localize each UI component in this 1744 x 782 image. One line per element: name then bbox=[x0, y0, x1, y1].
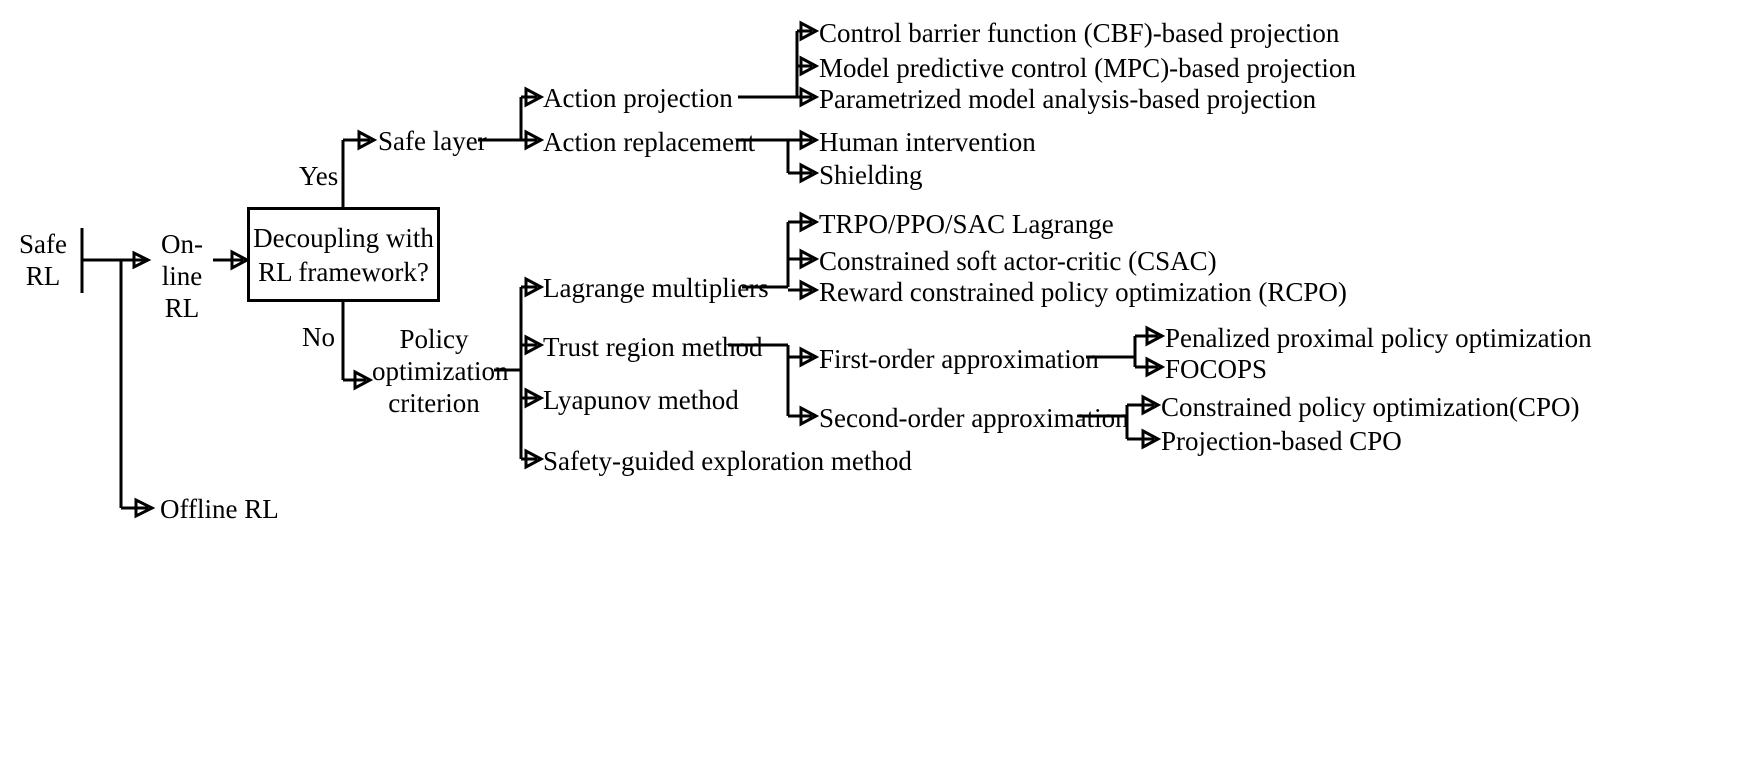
node-csac[interactable]: Constrained soft actor-critic (CSAC) bbox=[819, 246, 1217, 276]
node-projection-based-cpo[interactable]: Projection-based CPO bbox=[1161, 426, 1402, 456]
decision-line2: RL framework? bbox=[258, 256, 429, 287]
node-action-replacement[interactable]: Action replacement bbox=[543, 127, 756, 157]
arrowhead-mpc bbox=[799, 55, 820, 77]
node-parametrized-projection[interactable]: Parametrized model analysis-based projec… bbox=[819, 84, 1317, 114]
arrowhead-pcpo bbox=[1141, 428, 1162, 450]
decision-line1: Decoupling with bbox=[253, 222, 434, 253]
node-policy-optimization-criterion[interactable]: Policy optimization criterion bbox=[372, 323, 509, 419]
node-online-rl-line1: On-line bbox=[161, 229, 203, 291]
arrowhead-second-order bbox=[799, 405, 820, 427]
arrowhead-policy-opt bbox=[353, 369, 374, 391]
poc-line3: criterion bbox=[388, 388, 480, 418]
node-safe-rl[interactable]: Safe RL bbox=[12, 228, 74, 292]
arrowhead-shielding bbox=[799, 162, 820, 184]
arrowhead-decision bbox=[230, 249, 251, 271]
node-focops[interactable]: FOCOPS bbox=[1165, 354, 1268, 384]
arrowhead-safe-layer bbox=[357, 129, 378, 151]
node-human-intervention[interactable]: Human intervention bbox=[819, 127, 1036, 157]
arrowhead-safety-guided bbox=[524, 448, 545, 470]
arrowhead-parametrized bbox=[799, 86, 820, 108]
node-action-projection[interactable]: Action projection bbox=[543, 83, 733, 113]
arrowhead-trpo bbox=[799, 211, 820, 233]
node-lyapunov-method[interactable]: Lyapunov method bbox=[543, 385, 739, 415]
arrowhead-human bbox=[799, 129, 820, 151]
edge-label-no: No bbox=[302, 322, 335, 352]
node-offline-rl[interactable]: Offline RL bbox=[160, 494, 279, 524]
arrowhead-p3o bbox=[1145, 325, 1166, 347]
node-safety-guided-exploration[interactable]: Safety-guided exploration method bbox=[543, 446, 912, 476]
node-safe-rl-line2: RL bbox=[25, 261, 61, 291]
node-trpo-ppo-sac-lagrange[interactable]: TRPO/PPO/SAC Lagrange bbox=[819, 209, 1114, 239]
arrowhead-offline-rl bbox=[134, 497, 156, 519]
node-penalized-proximal-policy-optimization[interactable]: Penalized proximal policy optimization bbox=[1165, 323, 1592, 353]
node-rcpo[interactable]: Reward constrained policy optimization (… bbox=[819, 277, 1347, 307]
edge-label-yes: Yes bbox=[299, 161, 339, 191]
node-online-rl[interactable]: On-line RL bbox=[148, 228, 216, 324]
node-second-order-approximation[interactable]: Second-order approximation bbox=[819, 403, 1129, 433]
arrowhead-lagrange bbox=[524, 276, 545, 298]
arrowhead-cbf bbox=[799, 20, 820, 42]
node-lagrange-multipliers[interactable]: Lagrange multipliers bbox=[543, 273, 769, 303]
node-online-rl-line2: RL bbox=[164, 293, 200, 323]
arrowhead-action-replacement bbox=[524, 129, 545, 151]
node-mpc-projection[interactable]: Model predictive control (MPC)-based pro… bbox=[819, 53, 1356, 83]
arrowhead-first-order bbox=[799, 346, 820, 368]
node-first-order-approximation[interactable]: First-order approximation bbox=[819, 344, 1099, 374]
poc-line2: optimization bbox=[372, 356, 509, 386]
node-shielding[interactable]: Shielding bbox=[819, 160, 923, 190]
arrowhead-cpo bbox=[1141, 394, 1162, 416]
node-constrained-policy-optimization[interactable]: Constrained policy optimization(CPO) bbox=[1161, 392, 1580, 422]
node-safe-layer[interactable]: Safe layer bbox=[378, 126, 487, 156]
node-safe-rl-line1: Safe bbox=[19, 229, 67, 259]
arrowhead-online-rl bbox=[132, 250, 152, 270]
node-trust-region-method[interactable]: Trust region method bbox=[543, 332, 763, 362]
arrowhead-csac bbox=[799, 248, 820, 270]
arrowhead-lyapunov bbox=[524, 387, 545, 409]
arrowhead-trust-region bbox=[524, 334, 545, 356]
arrowhead-focops bbox=[1145, 356, 1166, 378]
node-decision-decoupling[interactable]: Decoupling with RL framework? bbox=[247, 207, 440, 302]
poc-line1: Policy bbox=[399, 324, 469, 354]
node-cbf-projection[interactable]: Control barrier function (CBF)-based pro… bbox=[819, 18, 1340, 48]
arrowhead-rcpo bbox=[799, 279, 820, 301]
arrowhead-action-projection bbox=[524, 86, 545, 108]
